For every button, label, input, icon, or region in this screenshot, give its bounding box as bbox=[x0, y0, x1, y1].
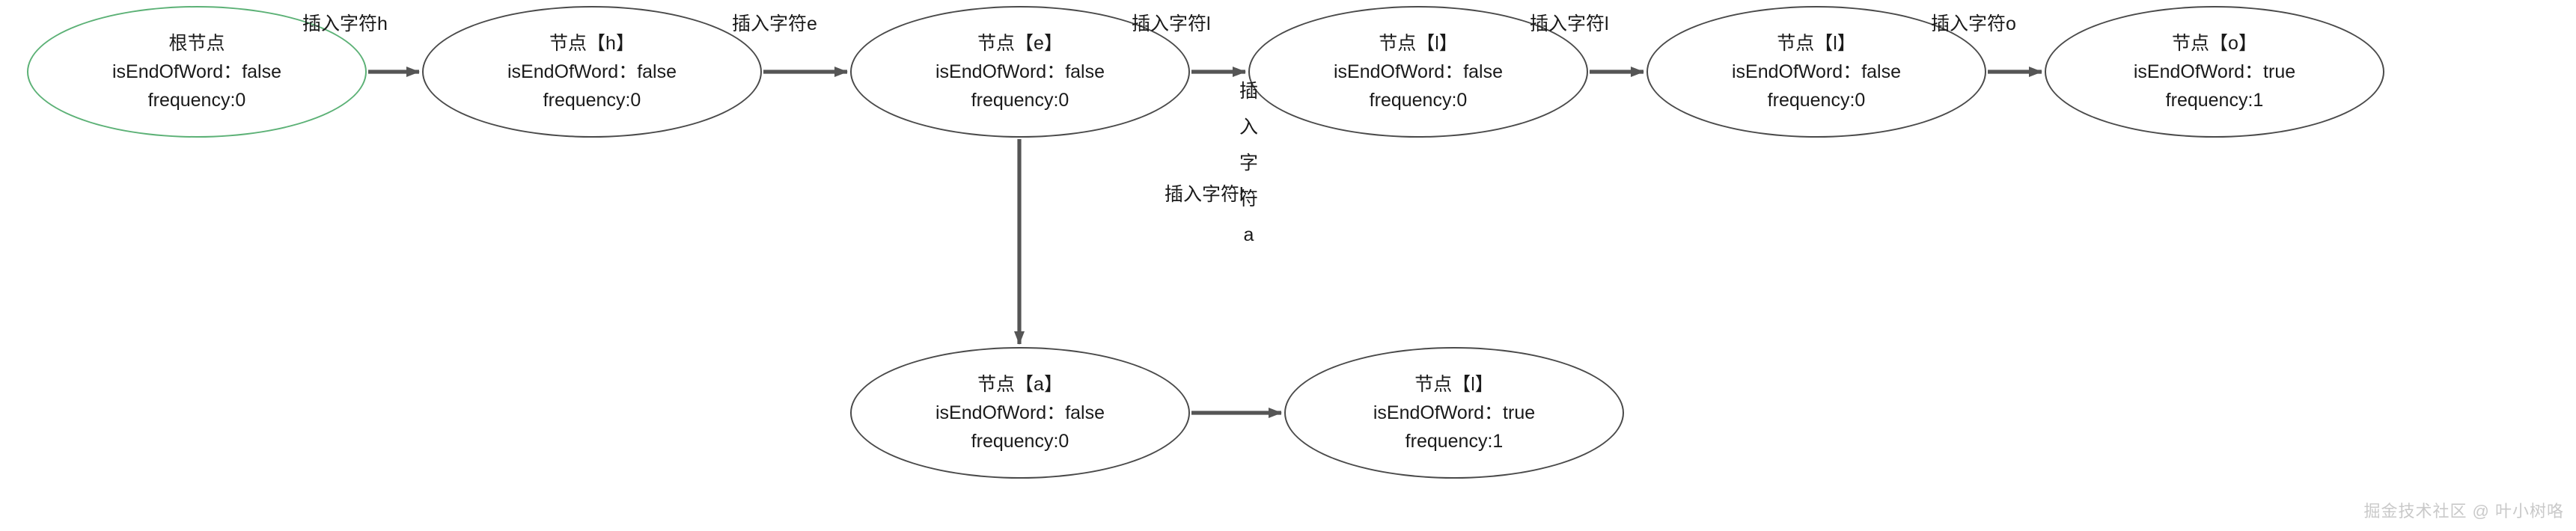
node-h[interactable]: 节点【h】 isEndOfWord：false frequency:0 bbox=[422, 6, 762, 138]
edge-label-e-a-char-2: 字 bbox=[1239, 153, 1259, 174]
node-e-title: 节点【e】 bbox=[977, 32, 1063, 54]
node-e-is-end-of-word: isEndOfWord：false bbox=[935, 61, 1105, 82]
edge-label-l-second-o: 插入字符o bbox=[1931, 13, 2016, 34]
node-h-title: 节点【h】 bbox=[549, 32, 635, 54]
node-root[interactable]: 根节点 isEndOfWord：false frequency:0 bbox=[27, 6, 367, 138]
node-o-title: 节点【o】 bbox=[2172, 32, 2257, 54]
node-l-second-frequency: frequency:0 bbox=[1767, 89, 1866, 111]
node-o[interactable]: 节点【o】 isEndOfWord：true frequency:1 bbox=[2045, 6, 2384, 138]
watermark: 掘金技术社区 @ 叶小树咯 bbox=[2363, 502, 2564, 521]
node-o-frequency: frequency:1 bbox=[2165, 89, 2264, 111]
node-o-is-end-of-word: isEndOfWord：true bbox=[2133, 61, 2296, 82]
node-a-title: 节点【a】 bbox=[977, 373, 1063, 395]
node-l-first-title: 节点【l】 bbox=[1379, 32, 1458, 54]
node-root-is-end-of-word: isEndOfWord：false bbox=[112, 61, 281, 82]
edge-label-e-a-char-0: 插 bbox=[1239, 81, 1259, 102]
node-h-is-end-of-word: isEndOfWord：false bbox=[507, 61, 677, 82]
node-root-frequency: frequency:0 bbox=[147, 89, 246, 111]
edge-label-root-h: 插入字符h bbox=[302, 13, 388, 34]
node-a-frequency: frequency:0 bbox=[971, 430, 1069, 452]
edge-label-a-l-branch: 插入字符l bbox=[1165, 184, 1244, 205]
edge-label-e-a-char-4: a bbox=[1243, 224, 1254, 245]
node-l-first[interactable]: 节点【l】 isEndOfWord：false frequency:0 bbox=[1248, 6, 1588, 138]
node-l-second[interactable]: 节点【l】 isEndOfWord：false frequency:0 bbox=[1646, 6, 1986, 138]
node-l-first-frequency: frequency:0 bbox=[1369, 89, 1468, 111]
edge-label-e-l-first: 插入字符l bbox=[1132, 13, 1211, 34]
node-l-branch-title: 节点【l】 bbox=[1414, 373, 1494, 395]
node-a-is-end-of-word: isEndOfWord：false bbox=[935, 402, 1105, 423]
node-a[interactable]: 节点【a】 isEndOfWord：false frequency:0 bbox=[850, 347, 1190, 479]
node-root-title: 根节点 bbox=[168, 32, 225, 54]
edge-label-l-first-l-second: 插入字符l bbox=[1530, 13, 1609, 34]
node-l-branch[interactable]: 节点【l】 isEndOfWord：true frequency:1 bbox=[1284, 347, 1624, 479]
node-l-second-title: 节点【l】 bbox=[1777, 32, 1856, 54]
node-e[interactable]: 节点【e】 isEndOfWord：false frequency:0 bbox=[850, 6, 1190, 138]
edge-label-e-a: 插 入 字 符 a bbox=[1239, 82, 1258, 262]
node-l-second-is-end-of-word: isEndOfWord：false bbox=[1731, 61, 1901, 82]
node-h-frequency: frequency:0 bbox=[543, 89, 641, 111]
edge-label-e-a-char-1: 入 bbox=[1239, 117, 1259, 138]
edge-label-h-e: 插入字符e bbox=[732, 13, 817, 34]
node-e-frequency: frequency:0 bbox=[971, 89, 1069, 111]
edge-label-e-a-char-3: 符 bbox=[1239, 188, 1259, 209]
node-l-branch-is-end-of-word: isEndOfWord：true bbox=[1373, 402, 1536, 423]
node-l-first-is-end-of-word: isEndOfWord：false bbox=[1333, 61, 1503, 82]
node-l-branch-frequency: frequency:1 bbox=[1405, 430, 1504, 452]
